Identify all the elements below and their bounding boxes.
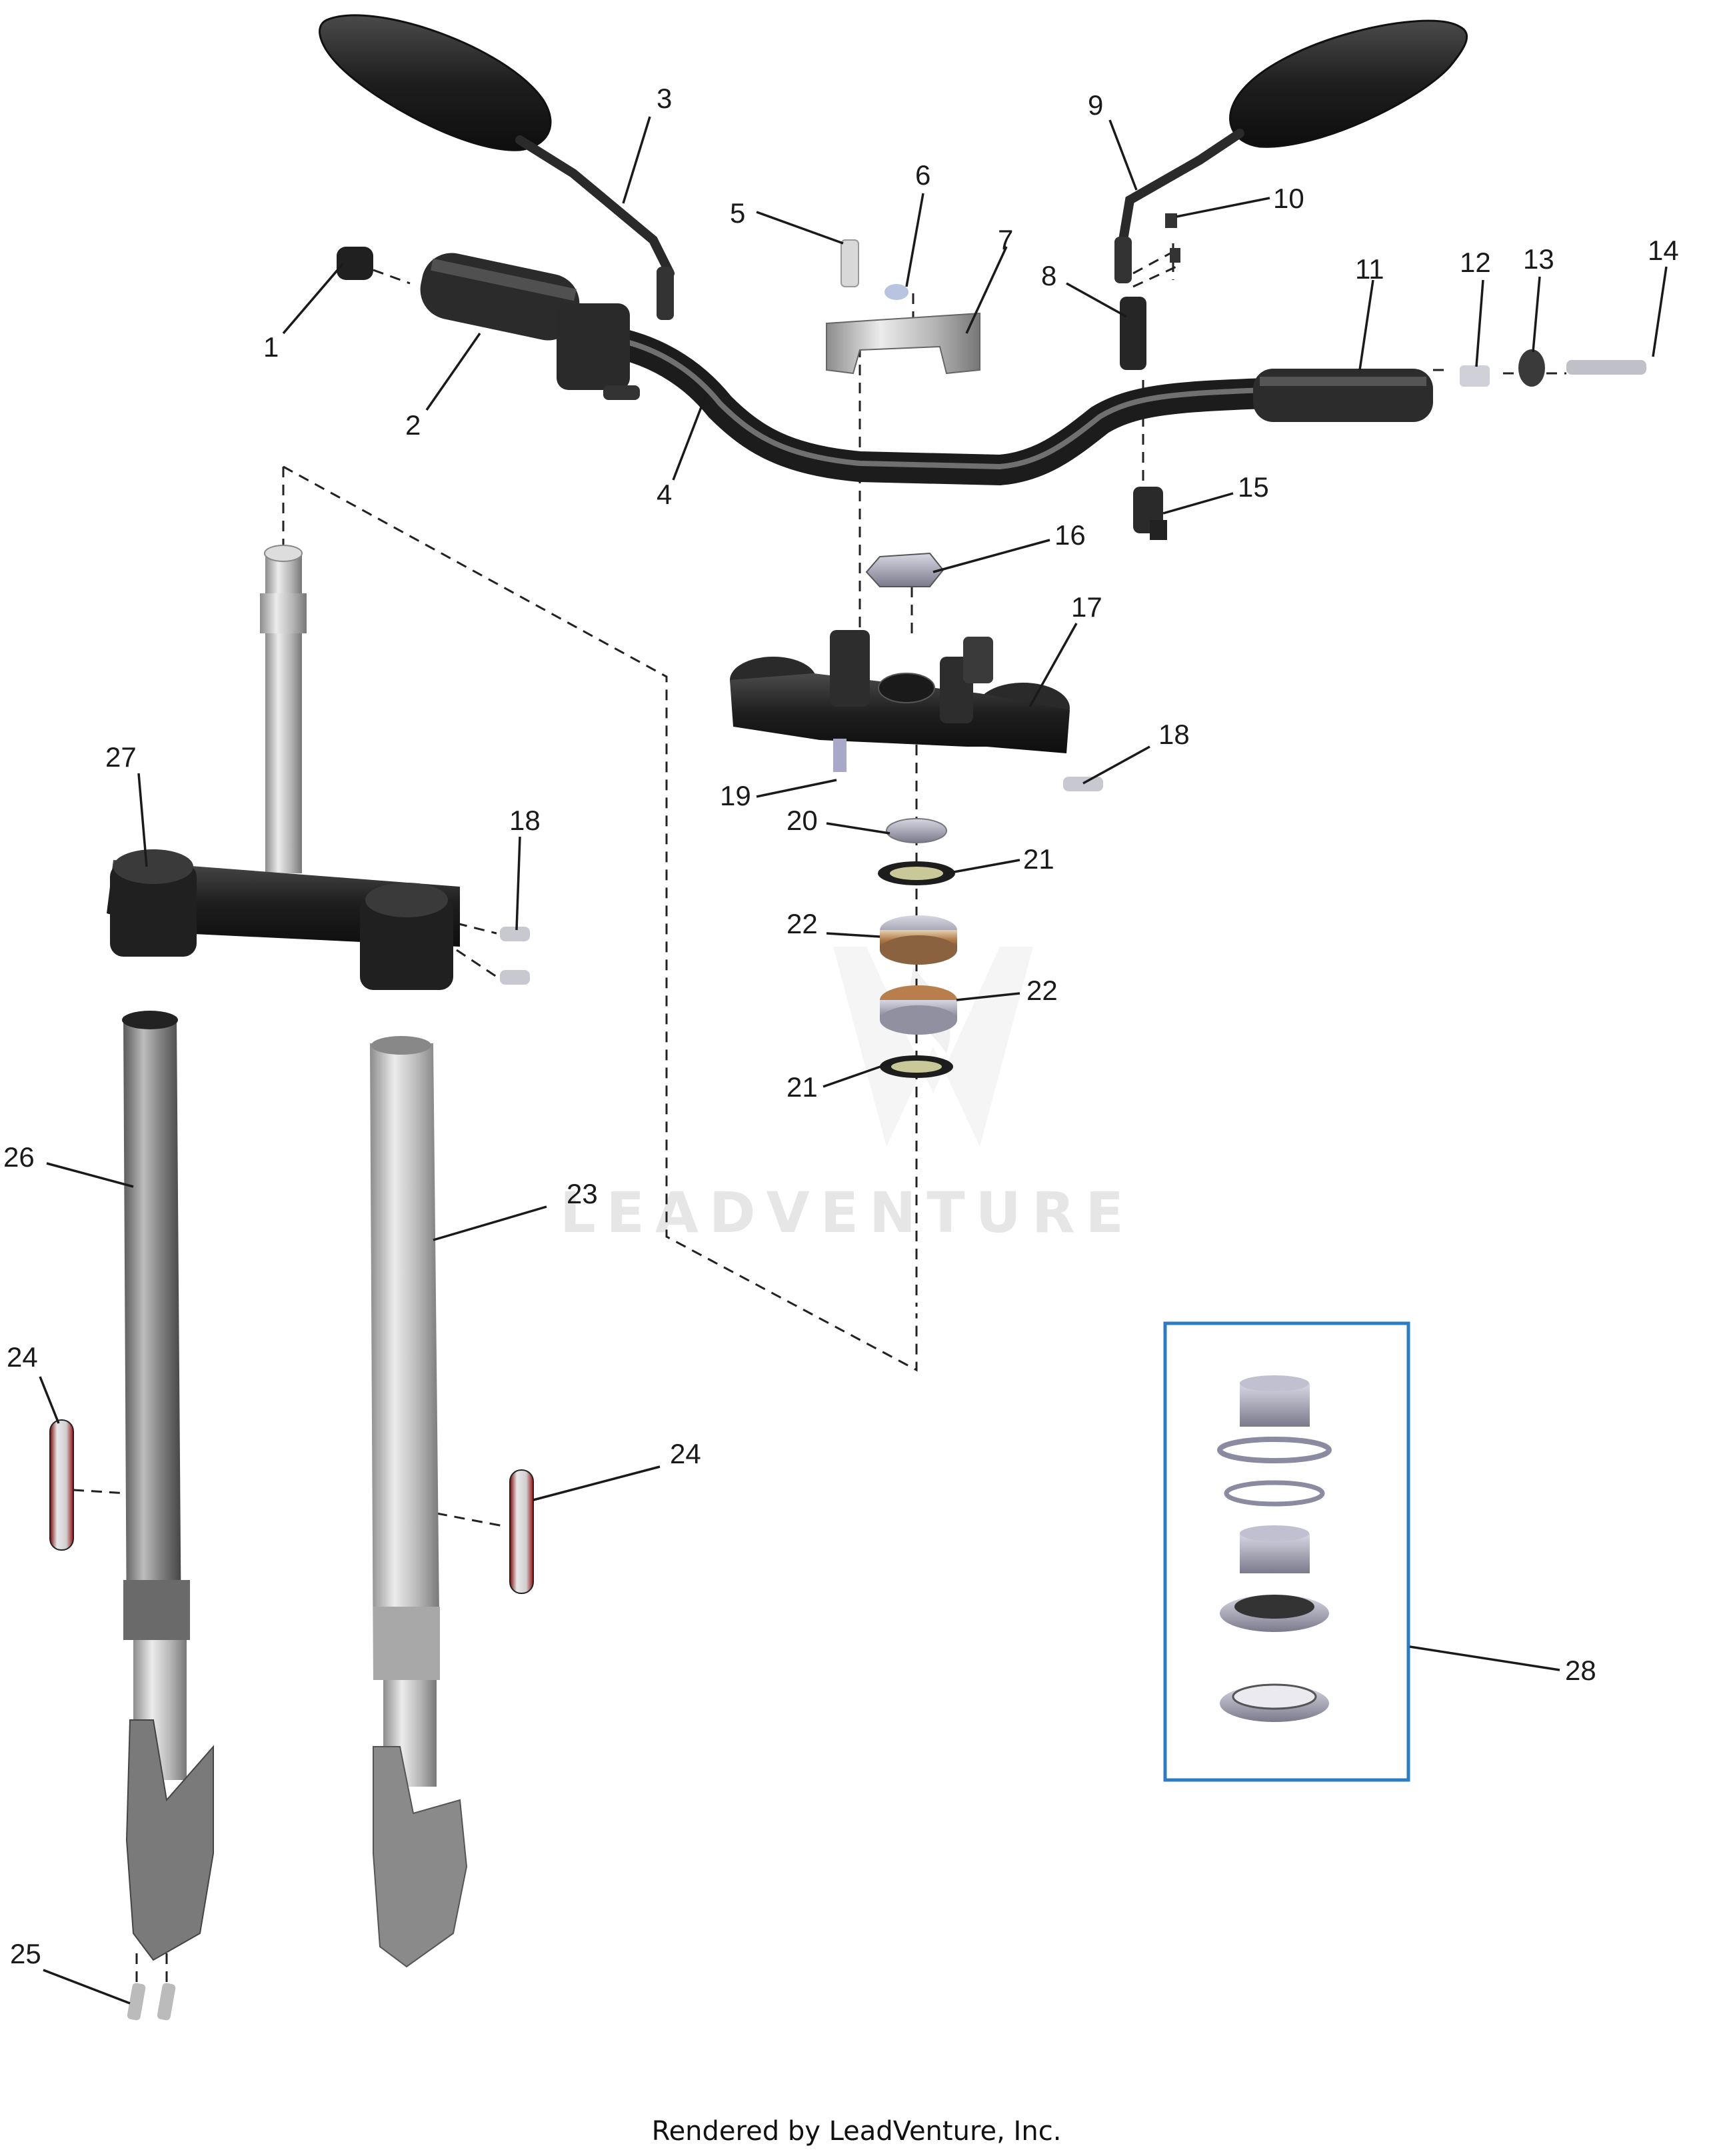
left-grip	[420, 253, 580, 341]
callout-22-upper: 22	[787, 908, 818, 939]
callout-7: 7	[998, 224, 1013, 255]
upper-triple-clamp	[730, 630, 1103, 791]
callout-18-upper: 18	[1158, 719, 1190, 750]
callout-21-lower: 21	[787, 1071, 818, 1103]
bearing-kit-box	[1163, 1321, 1410, 1782]
callout-22-lower: 22	[1026, 975, 1058, 1006]
callout-10: 10	[1273, 183, 1304, 214]
callout-21-upper: 21	[1023, 843, 1054, 875]
top-clamp	[826, 239, 980, 375]
callout-25: 25	[10, 1938, 41, 1969]
callout-17: 17	[1071, 591, 1102, 623]
callout-11: 11	[1355, 253, 1384, 285]
axle-bolts	[127, 1983, 176, 2021]
right-mirror	[1114, 19, 1468, 283]
watermark-logo	[833, 947, 1033, 1147]
callout-1: 1	[263, 331, 279, 363]
callout-6: 6	[915, 159, 930, 191]
lower-triple-clamp	[107, 545, 530, 990]
callout-15: 15	[1238, 471, 1269, 503]
mirror-adapter	[1120, 213, 1180, 540]
bar-end-right	[1460, 349, 1646, 387]
callout-23: 23	[567, 1178, 598, 1209]
fork-leg-right	[370, 1036, 468, 1968]
stem-nut	[865, 552, 944, 587]
callout-12: 12	[1460, 247, 1491, 278]
bar-end-left	[337, 247, 373, 280]
fork-leg-left	[122, 1011, 214, 1961]
callout-4: 4	[657, 479, 672, 510]
callout-14: 14	[1648, 235, 1679, 266]
callout-19: 19	[720, 780, 751, 811]
callout-8: 8	[1041, 260, 1056, 291]
bearing-stack	[878, 818, 957, 1078]
assembly-lines	[73, 243, 1566, 1987]
callouts: 1 2 3 4 5 6 7 8 9 10 11 12 13 14 15 16 1…	[3, 83, 1679, 1969]
callout-9: 9	[1088, 89, 1103, 121]
callout-13: 13	[1523, 243, 1554, 275]
footer-credit: Rendered by LeadVenture, Inc.	[652, 2116, 1062, 2147]
callout-5: 5	[730, 197, 745, 229]
leader-lines	[39, 116, 1668, 2005]
callout-24-right: 24	[670, 1438, 701, 1469]
callout-28: 28	[1565, 1655, 1596, 1686]
left-switch-housing	[557, 303, 640, 400]
callout-27: 27	[105, 741, 137, 773]
callout-18-lower: 18	[509, 805, 541, 836]
watermark-text: LEADVENTURE	[560, 1180, 1134, 1245]
callout-20: 20	[787, 805, 818, 836]
fork-guards	[49, 1419, 534, 1594]
handlebar	[585, 325, 1282, 486]
callout-2: 2	[405, 409, 421, 441]
right-grip	[1253, 369, 1433, 422]
callout-16: 16	[1054, 519, 1086, 551]
callout-24-left: 24	[7, 1341, 38, 1373]
callout-3: 3	[657, 83, 672, 114]
left-mirror	[319, 14, 675, 320]
callout-26: 26	[3, 1141, 35, 1173]
